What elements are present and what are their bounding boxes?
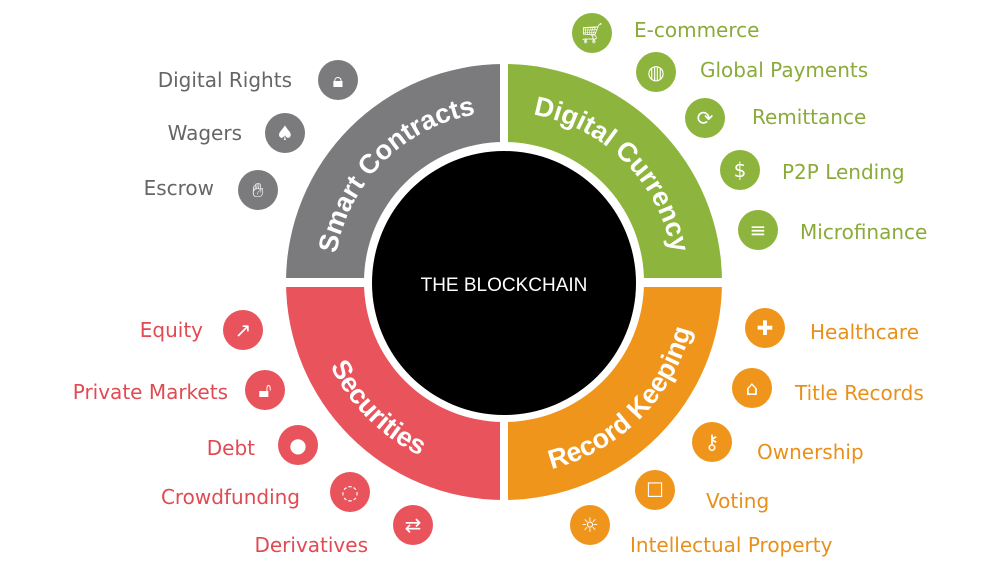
item-voting: Voting	[706, 489, 770, 513]
exchange-arrows-icon: ⇄	[393, 505, 433, 545]
hand-coin-icon: ●	[278, 425, 318, 465]
key-icon: ⚷	[692, 422, 732, 462]
item-debt: Debt	[206, 436, 255, 460]
record-keeping-segment	[504, 282, 722, 500]
item-derivatives: Derivatives	[254, 533, 368, 557]
item-crowdfunding: Crowdfunding	[160, 485, 300, 509]
item-healthcare: Healthcare	[810, 320, 920, 344]
ballot-box-icon: ☐	[635, 470, 675, 510]
handshake-icon: ✋︎	[238, 170, 278, 210]
lock-icon: 🔒︎	[318, 60, 358, 100]
digital-currency-segment	[504, 64, 722, 282]
item-p2p-lending: P2P Lending	[782, 160, 905, 184]
cart-icon: 🛒︎	[572, 13, 612, 53]
globe-icon: ◍	[636, 52, 676, 92]
item-microfinance: Microfinance	[800, 220, 928, 244]
house-car-icon: ⌂	[732, 368, 772, 408]
coins-icon: ≡	[738, 210, 778, 250]
item-remittance: Remittance	[752, 105, 867, 129]
medical-folder-icon: ✚	[745, 308, 785, 348]
item-e-commerce: E-commerce	[634, 18, 760, 42]
item-title-records: Title Records	[795, 381, 924, 405]
people-circle-icon: ◌	[330, 472, 370, 512]
padlock-icon: 🔓︎	[245, 370, 285, 410]
center-label: THE BLOCKCHAIN	[421, 275, 588, 296]
item-equity: Equity	[139, 318, 203, 342]
core-circle	[372, 151, 636, 415]
item-intellectual-property: Intellectual Property	[630, 533, 833, 557]
item-digital-rights: Digital Rights	[157, 68, 292, 92]
chart-up-icon: ↗	[223, 310, 263, 350]
globe-transfer-icon: ⟳	[685, 98, 725, 138]
card-suits-icon: ♠	[265, 113, 305, 153]
item-private-markets: Private Markets	[72, 380, 228, 404]
item-global-payments: Global Payments	[700, 58, 869, 82]
lightbulb-icon: ☼	[570, 505, 610, 545]
smart-contracts-segment	[286, 64, 504, 282]
item-ownership: Ownership	[757, 440, 864, 464]
item-wagers: Wagers	[167, 121, 242, 145]
hand-money-icon: $	[720, 150, 760, 190]
item-escrow: Escrow	[143, 176, 214, 200]
securities-segment	[286, 282, 504, 500]
